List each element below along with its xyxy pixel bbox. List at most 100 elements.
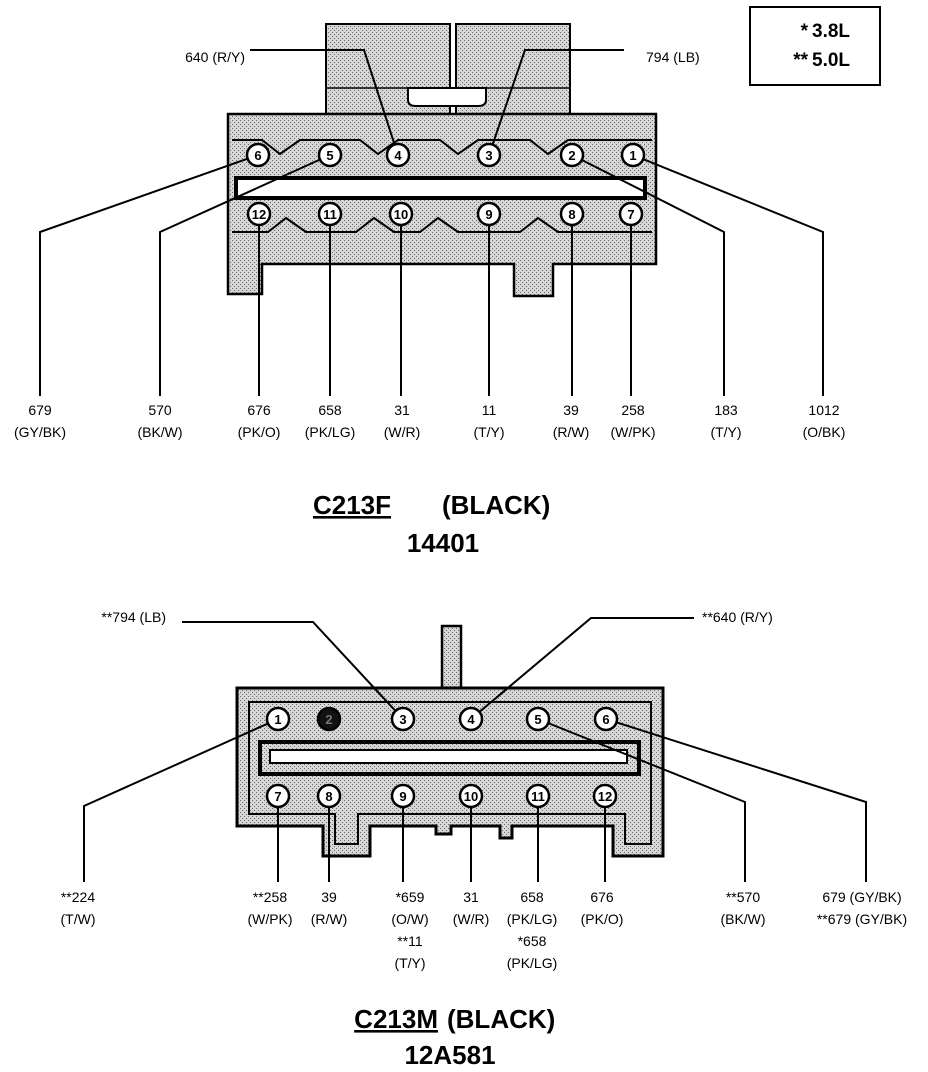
wire-label-258: 258 <box>621 402 645 418</box>
pin-5: 5 <box>317 142 343 168</box>
wire-183 <box>571 154 725 396</box>
svg-text:12: 12 <box>598 789 612 804</box>
wire-794m <box>182 621 404 720</box>
connector-color: (BLACK) <box>447 1004 555 1034</box>
pin-5: 5 <box>525 706 551 732</box>
c213f-title: C213F (BLACK) 14401 <box>313 490 550 558</box>
c213f-wires <box>39 49 824 396</box>
wire-794 <box>488 49 624 156</box>
svg-text:3: 3 <box>399 712 406 727</box>
pin-8: 8 <box>316 783 342 809</box>
label-794: 794 (LB) <box>646 49 700 65</box>
wire-label-570: 570 <box>148 402 172 418</box>
wire-640 <box>250 49 399 156</box>
wire-label-679m: 679 (GY/BK) <box>822 889 901 905</box>
wire-color-570m: (BK/W) <box>720 911 765 927</box>
part-number: 14401 <box>407 528 479 558</box>
c213m-wires <box>83 617 867 882</box>
pin-6: 6 <box>245 142 271 168</box>
svg-text:2: 2 <box>325 712 332 727</box>
svg-text:10: 10 <box>464 789 478 804</box>
svg-text:12: 12 <box>252 207 266 222</box>
pin-7: 7 <box>618 201 644 227</box>
wire-label-11m: **11 <box>397 933 423 949</box>
wire-color-11m: (T/Y) <box>394 955 425 971</box>
svg-text:11: 11 <box>531 789 545 804</box>
pin-10: 10 <box>458 783 484 809</box>
wire-label-258m: **258 <box>253 889 287 905</box>
wire-color-31m: (W/R) <box>453 911 490 927</box>
wire-color-258: (W/PK) <box>610 424 655 440</box>
wire-label-658m: 658 <box>520 889 544 905</box>
c213m-labels: **794 (LB) **640 (R/Y) **224 (T/W) **258… <box>61 609 908 971</box>
part-number: 12A581 <box>404 1040 495 1070</box>
legend-mark-2: ** <box>793 50 808 71</box>
wire-color-11: (T/Y) <box>473 424 504 440</box>
svg-text:2: 2 <box>568 148 575 163</box>
pin-3: 3 <box>390 706 416 732</box>
svg-text:7: 7 <box>274 789 281 804</box>
svg-text:11: 11 <box>323 207 337 222</box>
svg-text:9: 9 <box>399 789 406 804</box>
legend-mark-1: * <box>801 21 809 42</box>
wire-679 <box>39 154 259 396</box>
svg-text:9: 9 <box>485 207 492 222</box>
c213f-pins: 6 5 4 3 2 1 12 11 10 9 8 7 <box>245 142 646 227</box>
wire-label-658m-alt: *658 <box>518 933 547 949</box>
svg-text:7: 7 <box>627 207 634 222</box>
wire-label-31m: 31 <box>463 889 479 905</box>
pin-4: 4 <box>385 142 411 168</box>
wire-color-1012: (O/BK) <box>803 424 846 440</box>
wire-679m <box>605 718 867 882</box>
pin-9: 9 <box>476 201 502 227</box>
wire-label-679m-alt: **679 (GY/BK) <box>817 911 907 927</box>
svg-text:6: 6 <box>602 712 609 727</box>
label-794m: **794 (LB) <box>101 609 166 625</box>
wire-color-658: (PK/LG) <box>305 424 356 440</box>
pin-10: 10 <box>388 201 414 227</box>
connector-name: C213F <box>313 490 391 520</box>
wire-color-570: (BK/W) <box>137 424 182 440</box>
label-640: 640 (R/Y) <box>185 49 245 65</box>
wire-label-11: 11 <box>482 402 497 418</box>
c213m-title: C213M (BLACK) 12A581 <box>354 1004 555 1070</box>
label-640m: **640 (R/Y) <box>702 609 773 625</box>
pin-9: 9 <box>390 783 416 809</box>
connector-name: C213M <box>354 1004 438 1034</box>
wire-label-39: 39 <box>563 402 579 418</box>
connector-color: (BLACK) <box>442 490 550 520</box>
wire-color-658m: (PK/LG) <box>507 911 558 927</box>
svg-text:8: 8 <box>568 207 575 222</box>
wire-label-679: 679 <box>28 402 52 418</box>
wire-color-659m: (O/W) <box>391 911 428 927</box>
connector-c213m <box>235 624 665 858</box>
wire-color-39m: (R/W) <box>311 911 348 927</box>
pin-1: 1 <box>620 142 646 168</box>
svg-text:5: 5 <box>534 712 541 727</box>
wire-label-224m: **224 <box>61 889 95 905</box>
wire-1012 <box>632 154 824 396</box>
pin-12: 12 <box>246 201 272 227</box>
engine-legend: * 3.8L ** 5.0L <box>749 6 881 86</box>
svg-text:1: 1 <box>629 148 636 163</box>
wire-640m <box>470 617 694 720</box>
wire-224m <box>83 718 279 882</box>
svg-text:6: 6 <box>254 148 261 163</box>
wire-color-258m: (W/PK) <box>247 911 292 927</box>
wire-label-31: 31 <box>394 402 410 418</box>
wire-label-183: 183 <box>714 402 738 418</box>
wire-label-676: 676 <box>247 402 271 418</box>
pin-7: 7 <box>265 783 291 809</box>
legend-value-1: 3.8L <box>812 21 850 42</box>
wire-label-39m: 39 <box>321 889 337 905</box>
wire-color-676m: (PK/O) <box>581 911 624 927</box>
pin-2: 2 <box>559 142 585 168</box>
svg-text:8: 8 <box>325 789 332 804</box>
wire-color-676: (PK/O) <box>238 424 281 440</box>
pin-11: 11 <box>525 783 551 809</box>
wire-label-658: 658 <box>318 402 342 418</box>
svg-text:3: 3 <box>485 148 492 163</box>
pin-3: 3 <box>476 142 502 168</box>
wire-color-183: (T/Y) <box>710 424 741 440</box>
